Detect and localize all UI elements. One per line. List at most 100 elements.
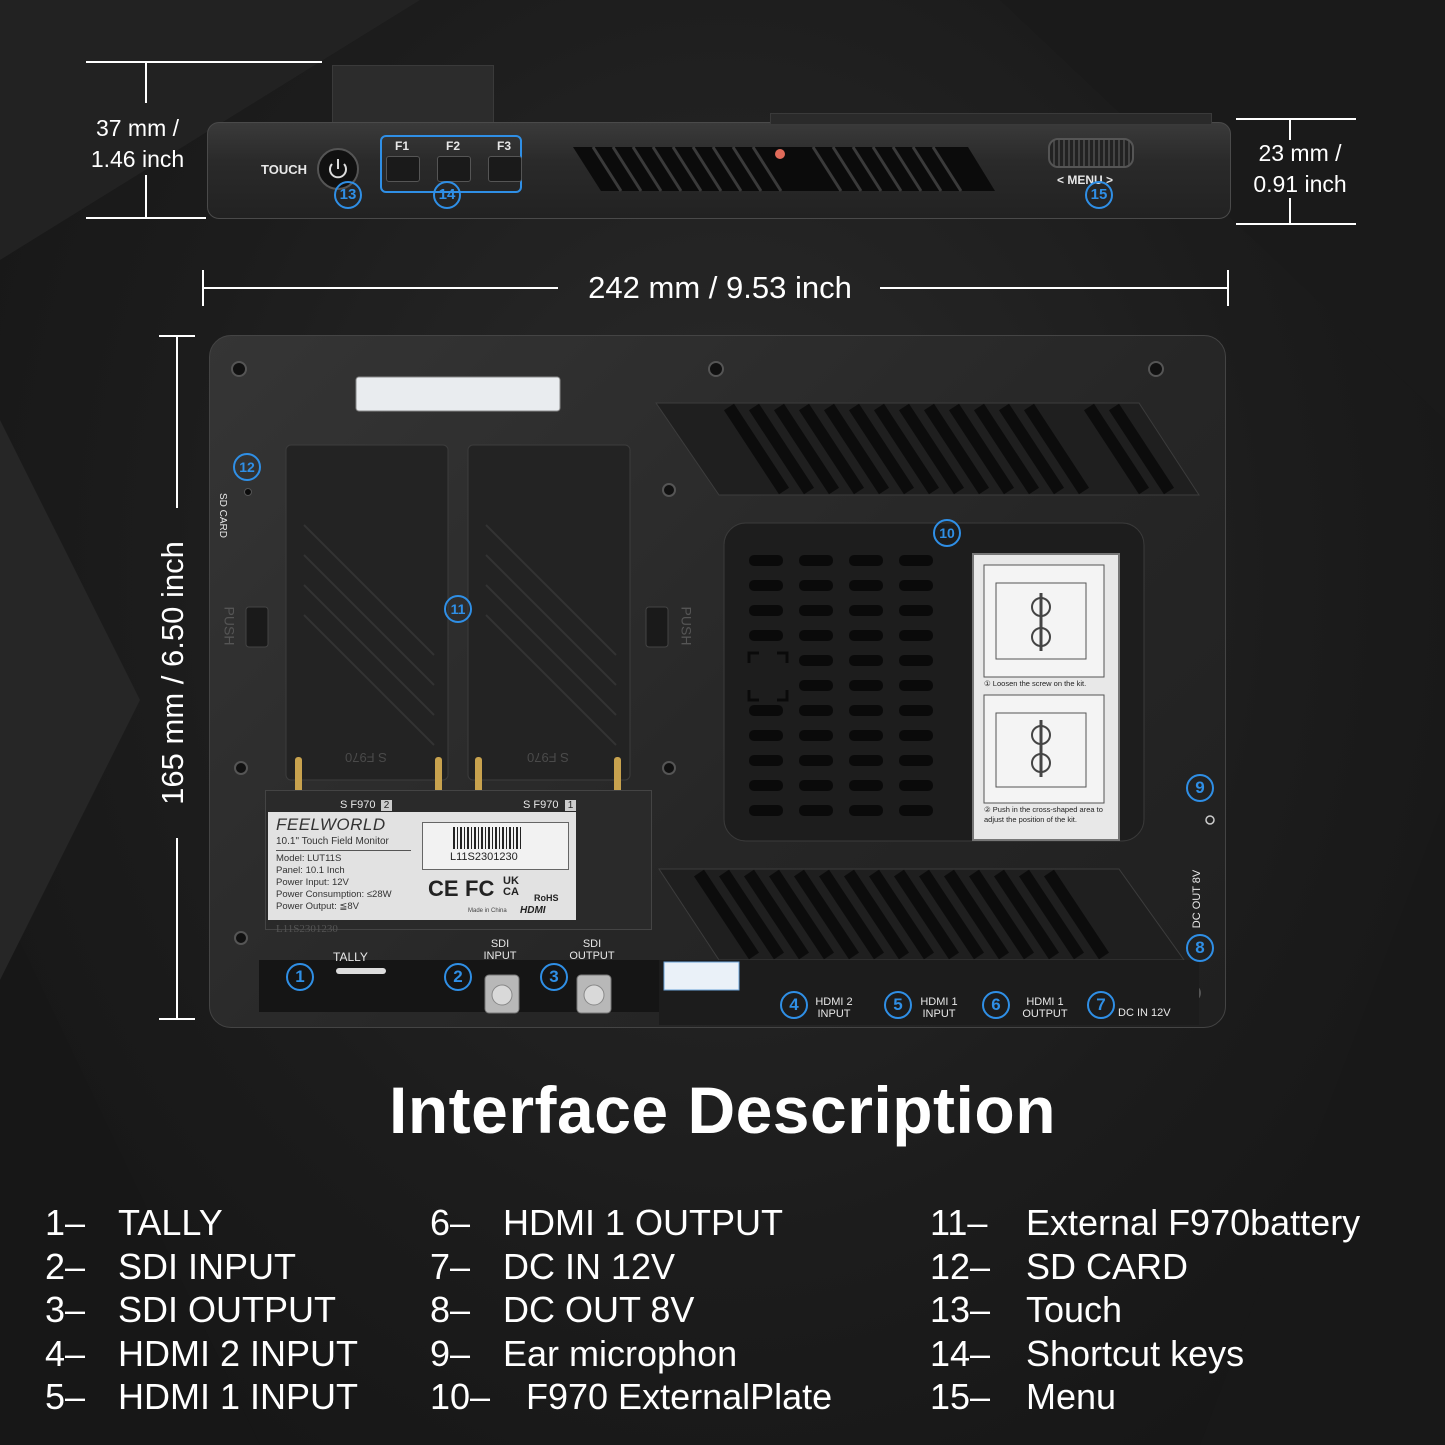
plate-illustration — [983, 564, 1105, 804]
legend-label: DC IN 12V — [503, 1245, 676, 1287]
legend-label: Menu — [1026, 1376, 1117, 1417]
legend-item: 15– Menu — [930, 1375, 1410, 1419]
port-hdmi1-in-label: HDMI 1 INPUT — [920, 996, 958, 1020]
legend-num: 5– — [45, 1376, 86, 1417]
sun-hood-mount — [332, 65, 494, 129]
badge-1: 1 — [286, 963, 314, 991]
badge-5: 5 — [884, 991, 912, 1019]
legend-item: 11–External F970battery — [930, 1201, 1410, 1245]
legend-label: HDMI 1 INPUT — [118, 1376, 359, 1417]
slot2-label: S F970 — [340, 799, 376, 811]
badge-6: 6 — [982, 991, 1010, 1019]
cert-ukca: UK CA — [503, 875, 519, 898]
legend-column-2: 6–HDMI 1 OUTPUT 7–DC IN 12V 8–DC OUT 8V … — [430, 1201, 910, 1419]
f2-button[interactable] — [437, 156, 471, 182]
badge-10: 10 — [933, 519, 961, 547]
f3-button[interactable] — [488, 156, 522, 182]
legend-label: Touch — [1026, 1289, 1123, 1330]
made-in: Made in China — [468, 908, 507, 914]
back-height-dimension — [159, 335, 195, 1020]
legend-label: HDMI 1 OUTPUT — [503, 1202, 784, 1243]
f1-button[interactable] — [386, 156, 420, 182]
touch-label: TOUCH — [261, 162, 307, 177]
menu-dial[interactable] — [1048, 138, 1134, 168]
top-ridge — [770, 113, 1212, 125]
top-vent — [573, 146, 995, 192]
slot2-number: 2 — [381, 800, 392, 811]
legend-item: 12– SD CARD — [930, 1245, 1410, 1289]
badge-15: 15 — [1085, 181, 1113, 209]
port-tally-label: TALLY — [333, 950, 368, 964]
barcode-icon — [453, 827, 523, 849]
plate-note-1: ① Loosen the screw on the kit. — [984, 679, 1087, 688]
brand-logo: FEELWORLD — [276, 815, 386, 834]
legend-label: TALLY — [118, 1202, 223, 1243]
legend-num: 14– — [930, 1332, 991, 1374]
sd-card-slot[interactable] — [244, 488, 252, 496]
legend-label: Shortcut keys — [1026, 1332, 1245, 1374]
legend-label: DC OUT 8V — [503, 1289, 695, 1330]
badge-13: 13 — [334, 181, 362, 209]
spec-power-input: Power Input: 12V — [276, 877, 349, 888]
height-label-left: 37 mm / 1.46 inch — [90, 115, 185, 172]
cert-ce: CE — [428, 876, 459, 901]
f1-label: F1 — [395, 139, 410, 153]
label-divider — [276, 850, 411, 851]
legend-item: 4–HDMI 2 INPUT — [45, 1332, 415, 1376]
legend-column-1: 1– TALLY 2– SDI INPUT 3– SDI OUTPUT 4–HDMI … — [45, 1201, 415, 1419]
port-sdi-out-label: SDI OUTPUT — [569, 938, 615, 962]
badge-3: 3 — [540, 963, 568, 991]
plate-note-2: ② Push in the cross-shaped area to adjus… — [984, 805, 1103, 824]
f970-external-plate: ① Loosen the screw on the kit. ② Push in… — [972, 553, 1120, 841]
cert-rohs: RoHS — [534, 893, 559, 903]
legend-item: 9–Ear microphon — [430, 1332, 910, 1376]
legend-num: 6– — [430, 1202, 471, 1243]
spec-model: Model: LUT11S — [276, 853, 342, 864]
page-title: Interface Description — [388, 1073, 1057, 1147]
badge-2: 2 — [444, 963, 472, 991]
legend-num: 10– — [430, 1376, 491, 1417]
legend-num: 7– — [430, 1245, 471, 1287]
legend-item: 3– SDI OUTPUT — [45, 1288, 415, 1332]
legend-item: 5– HDMI 1 INPUT — [45, 1375, 415, 1419]
port-hdmi1-out-label: HDMI 1 OUTPUT — [1022, 996, 1068, 1020]
legend-column-3: 11–External F970battery 12– SD CARD 13–To… — [930, 1201, 1410, 1419]
barcode-box — [422, 822, 569, 870]
serial-number: L11S2301230 — [450, 851, 518, 863]
legend-item: 7– DC IN 12V — [430, 1245, 910, 1289]
slot1-label: S F970 — [523, 799, 559, 811]
top-view: 37 mm / 1.46 inch 23 mm / 0.91 inch TOUC… — [0, 0, 1445, 260]
legend-label: SDI OUTPUT — [118, 1289, 337, 1330]
sd-card-label: SD CARD — [217, 492, 229, 539]
badge-4: 4 — [780, 991, 808, 1019]
spec-panel: Panel: 10.1 Inch — [276, 865, 345, 876]
power-icon — [329, 159, 347, 179]
legend-num: 15– — [930, 1376, 991, 1417]
legend-item: 6– HDMI 1 OUTPUT — [430, 1201, 910, 1245]
legend-label: SDI INPUT — [118, 1245, 297, 1287]
port-dc-out-label: DC OUT 8V — [1191, 869, 1204, 929]
f3-label: F3 — [497, 139, 512, 153]
bay-engraving-right: S F970 — [527, 750, 569, 765]
legend-num: 1– — [45, 1202, 86, 1243]
port-sdi-in-label: SDI INPUT — [483, 938, 517, 962]
badge-14: 14 — [433, 181, 461, 209]
legend-label: HDMI 2 INPUT — [118, 1332, 359, 1374]
legend-num: 9– — [430, 1332, 471, 1374]
spec-power-output: Power Output: ≦8V — [276, 901, 359, 912]
legend-num: 12– — [930, 1245, 991, 1287]
cert-fc: FC — [465, 876, 495, 901]
push-label-left: PUSH — [221, 606, 238, 646]
legend-num: 2– — [45, 1245, 86, 1287]
legend-num: 3– — [45, 1289, 86, 1330]
serial-engraved: L11S2301230 — [276, 923, 338, 935]
product-name: 10.1" Touch Field Monitor — [276, 836, 389, 847]
legend-item: 8–DC OUT 8V — [430, 1288, 910, 1332]
legend-label: SD CARD — [1026, 1245, 1189, 1287]
legend-label: External F970battery — [1026, 1202, 1361, 1243]
legend-item: 1– TALLY — [45, 1201, 415, 1245]
badge-11: 11 — [444, 595, 472, 623]
bay-engraving-left: S F970 — [345, 750, 387, 765]
legend-item: 13–Touch — [930, 1288, 1410, 1332]
